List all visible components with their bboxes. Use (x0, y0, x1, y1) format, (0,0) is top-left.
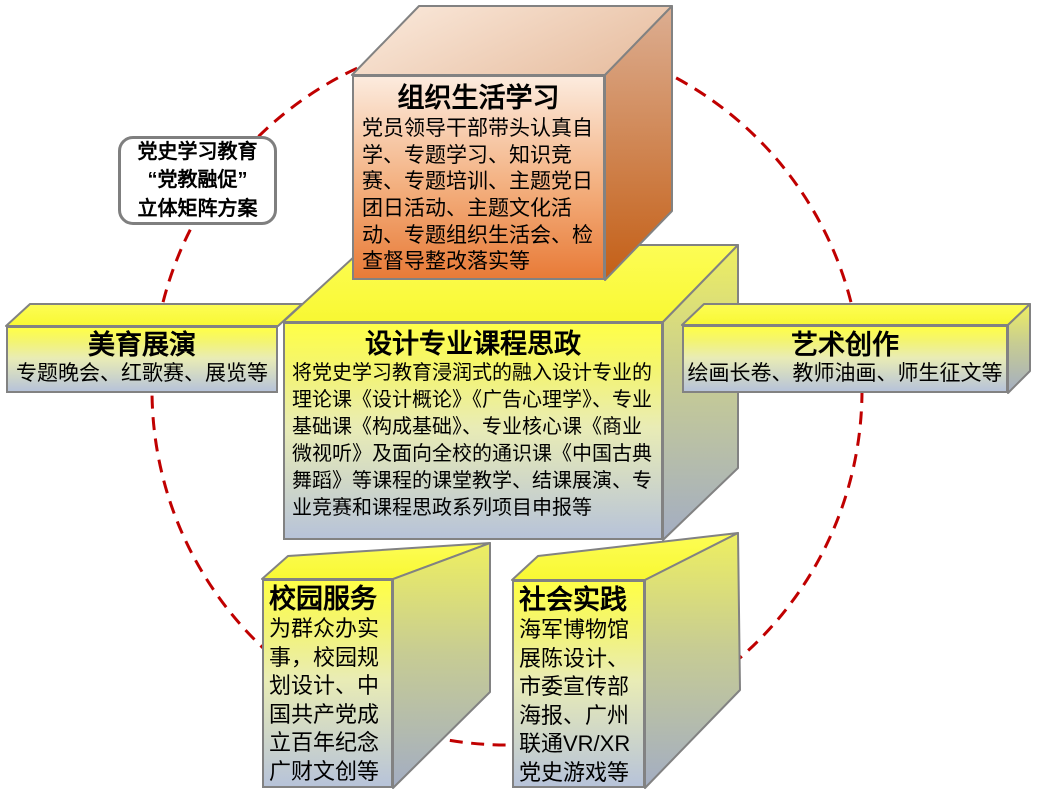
practice-box-body: 海军博物馆展陈设计、市委宣传部海报、广州联通VR/XR党史游戏等 (519, 617, 631, 786)
scheme-label-line2: “党教融促” (147, 169, 248, 192)
campus-box: 校园服务 为群众办实事，校园规划设计、中国共产党成立百年纪念广财文创等 (262, 579, 393, 788)
scheme-label-line3: 立体矩阵方案 (137, 197, 258, 220)
practice-box-title: 社会实践 (519, 585, 627, 615)
organization-box-title: 组织生活学习 (397, 83, 560, 113)
curriculum-box-body: 将党史学习教育浸润式的融入设计专业的理论课《设计概论》《广告心理学》、专业基础课… (292, 362, 652, 520)
aesthetic-box-body: 专题晚会、红歌赛、展览等 (16, 362, 268, 386)
aesthetic-box-top-face (5, 303, 303, 327)
campus-box-right-face (392, 542, 491, 789)
organization-box: 组织生活学习 党员领导干部带头认真自学、专题学习、知识竞赛、专题培训、主题党日团… (352, 75, 605, 280)
scheme-label: 党史学习教育 “党教融促” 立体矩阵方案 (118, 136, 277, 225)
aesthetic-box-title: 美育展演 (88, 330, 196, 360)
scheme-label-line1: 党史学习教育 (137, 140, 258, 163)
art-box-title: 艺术创作 (791, 330, 899, 360)
curriculum-box-title: 设计专业课程思政 (365, 329, 581, 359)
campus-box-body: 为群众办实事，校园规划设计、中国共产党成立百年纪念广财文创等 (269, 616, 380, 785)
practice-box: 社会实践 海军博物馆展陈设计、市委宣传部海报、广州联通VR/XR党史游戏等 (512, 580, 645, 788)
organization-box-body: 党员领导干部带头认真自学、专题学习、知识竞赛、专题培训、主题党日团日活动、主题文… (362, 117, 593, 274)
art-box: 艺术创作 绘画长卷、教师油画、师生征文等 (682, 325, 1008, 393)
aesthetic-box: 美育展演 专题晚会、红歌赛、展览等 (6, 326, 278, 393)
art-box-body: 绘画长卷、教师油画、师生征文等 (687, 362, 1003, 386)
art-box-right-face (1007, 303, 1031, 394)
practice-box-right-face (644, 532, 741, 789)
curriculum-box: 设计专业课程思政 将党史学习教育浸润式的融入设计专业的理论课《设计概论》《广告心… (283, 322, 663, 540)
campus-box-title: 校园服务 (269, 584, 377, 614)
organization-box-right-face (604, 5, 673, 281)
art-box-top-face (681, 303, 1031, 326)
